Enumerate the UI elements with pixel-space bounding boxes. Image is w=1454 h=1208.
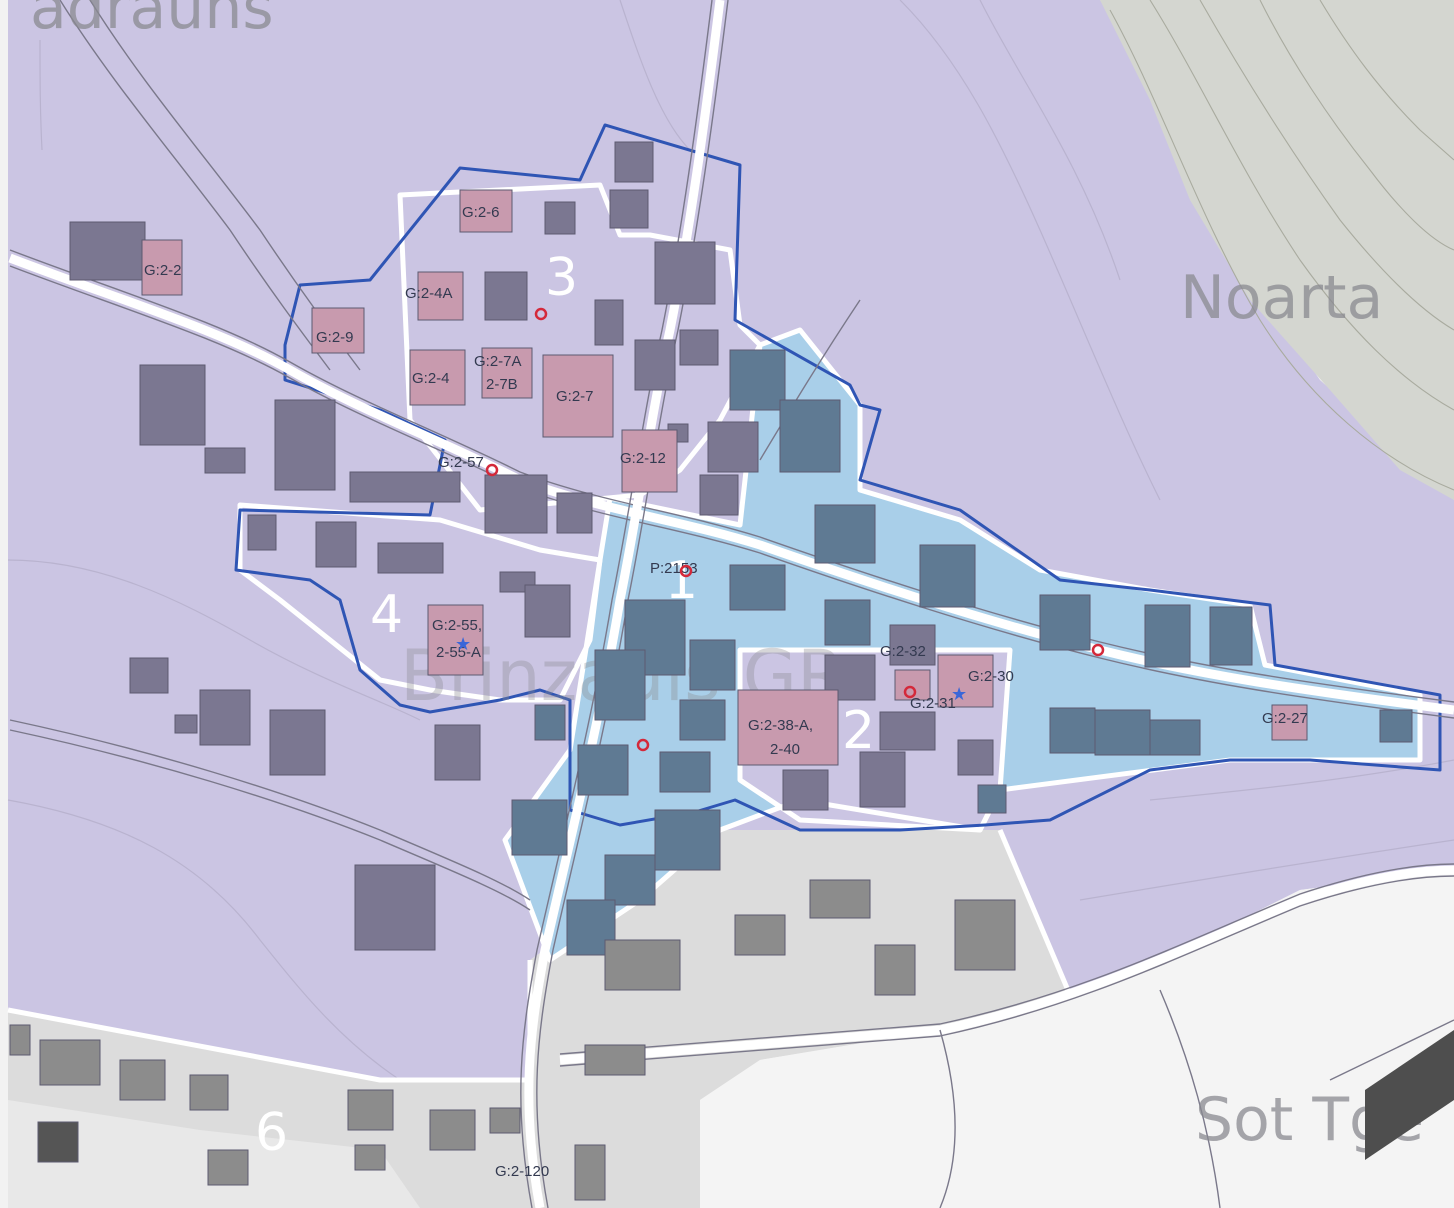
zone-number-4: 4	[370, 585, 403, 645]
label-p-2153: P:2153	[650, 560, 698, 577]
forest-contours	[1109, 0, 1454, 491]
label-g-2-55a: 2-55-A	[436, 644, 481, 661]
blue-star-marker-icon[interactable]: ★	[951, 684, 967, 705]
label-g-2-6: G:2-6	[462, 204, 500, 221]
label-g-2-7: G:2-7	[556, 388, 594, 405]
parcel-labels: G:2-2 G:2-6 G:2-4A G:2-9 G:2-4 G:2-7A 2-…	[144, 204, 1308, 1180]
label-g-2-4: G:2-4	[412, 370, 450, 387]
zone-number-6: 6	[255, 1103, 288, 1163]
label-g-2-27: G:2-27	[1262, 710, 1308, 727]
markers: ★ ★	[455, 307, 1105, 752]
label-g-2-38a: G:2-38-A,	[748, 717, 813, 734]
roads	[8, 0, 1454, 1208]
planning-boundary	[234, 123, 1442, 832]
large-dark-building	[1365, 1030, 1454, 1160]
red-circle-marker-icon[interactable]	[903, 685, 917, 699]
zone-gray-area	[8, 830, 1070, 1208]
buildings-blue	[511, 349, 1413, 956]
red-circle-marker-icon[interactable]	[534, 307, 548, 321]
red-circle-marker-icon[interactable]	[636, 738, 650, 752]
label-g-2-31: G:2-31	[910, 695, 956, 712]
zone-number-3: 3	[545, 248, 578, 308]
buildings-gray	[9, 879, 1016, 1201]
label-g-2-7b: 2-7B	[486, 376, 518, 393]
buildings-purple	[69, 141, 994, 951]
label-g-2-9: G:2-9	[316, 329, 354, 346]
label-g-2-55: G:2-55,	[432, 617, 482, 634]
label-g-2-30: G:2-30	[968, 668, 1014, 685]
zone-white-area	[700, 870, 1454, 1208]
place-name-noarta: Noarta	[1180, 263, 1383, 333]
forest-area	[1100, 0, 1454, 500]
label-g-2-32: G:2-32	[880, 643, 926, 660]
zone-1-area	[505, 330, 1420, 960]
label-g-2-2: G:2-2	[144, 262, 182, 279]
red-circle-marker-icon[interactable]	[485, 463, 499, 477]
zone-number-1: 1	[665, 551, 698, 611]
label-g-2-40: 2-40	[770, 741, 800, 758]
label-g-2-7a: G:2-7A	[474, 353, 522, 370]
blue-star-marker-icon[interactable]: ★	[455, 634, 471, 655]
place-name-top-left: adrauns	[30, 0, 274, 43]
label-g-2-4a: G:2-4A	[405, 285, 453, 302]
label-g-2-120: G:2-120	[495, 1163, 549, 1180]
zone-number-2: 2	[842, 701, 875, 761]
red-circle-marker-icon[interactable]	[1091, 643, 1105, 657]
label-g-2-12: G:2-12	[620, 450, 666, 467]
buildings-pink	[141, 189, 1308, 766]
red-circle-marker-icon[interactable]	[679, 564, 693, 578]
label-g-2-57: G:2-57	[438, 454, 484, 471]
